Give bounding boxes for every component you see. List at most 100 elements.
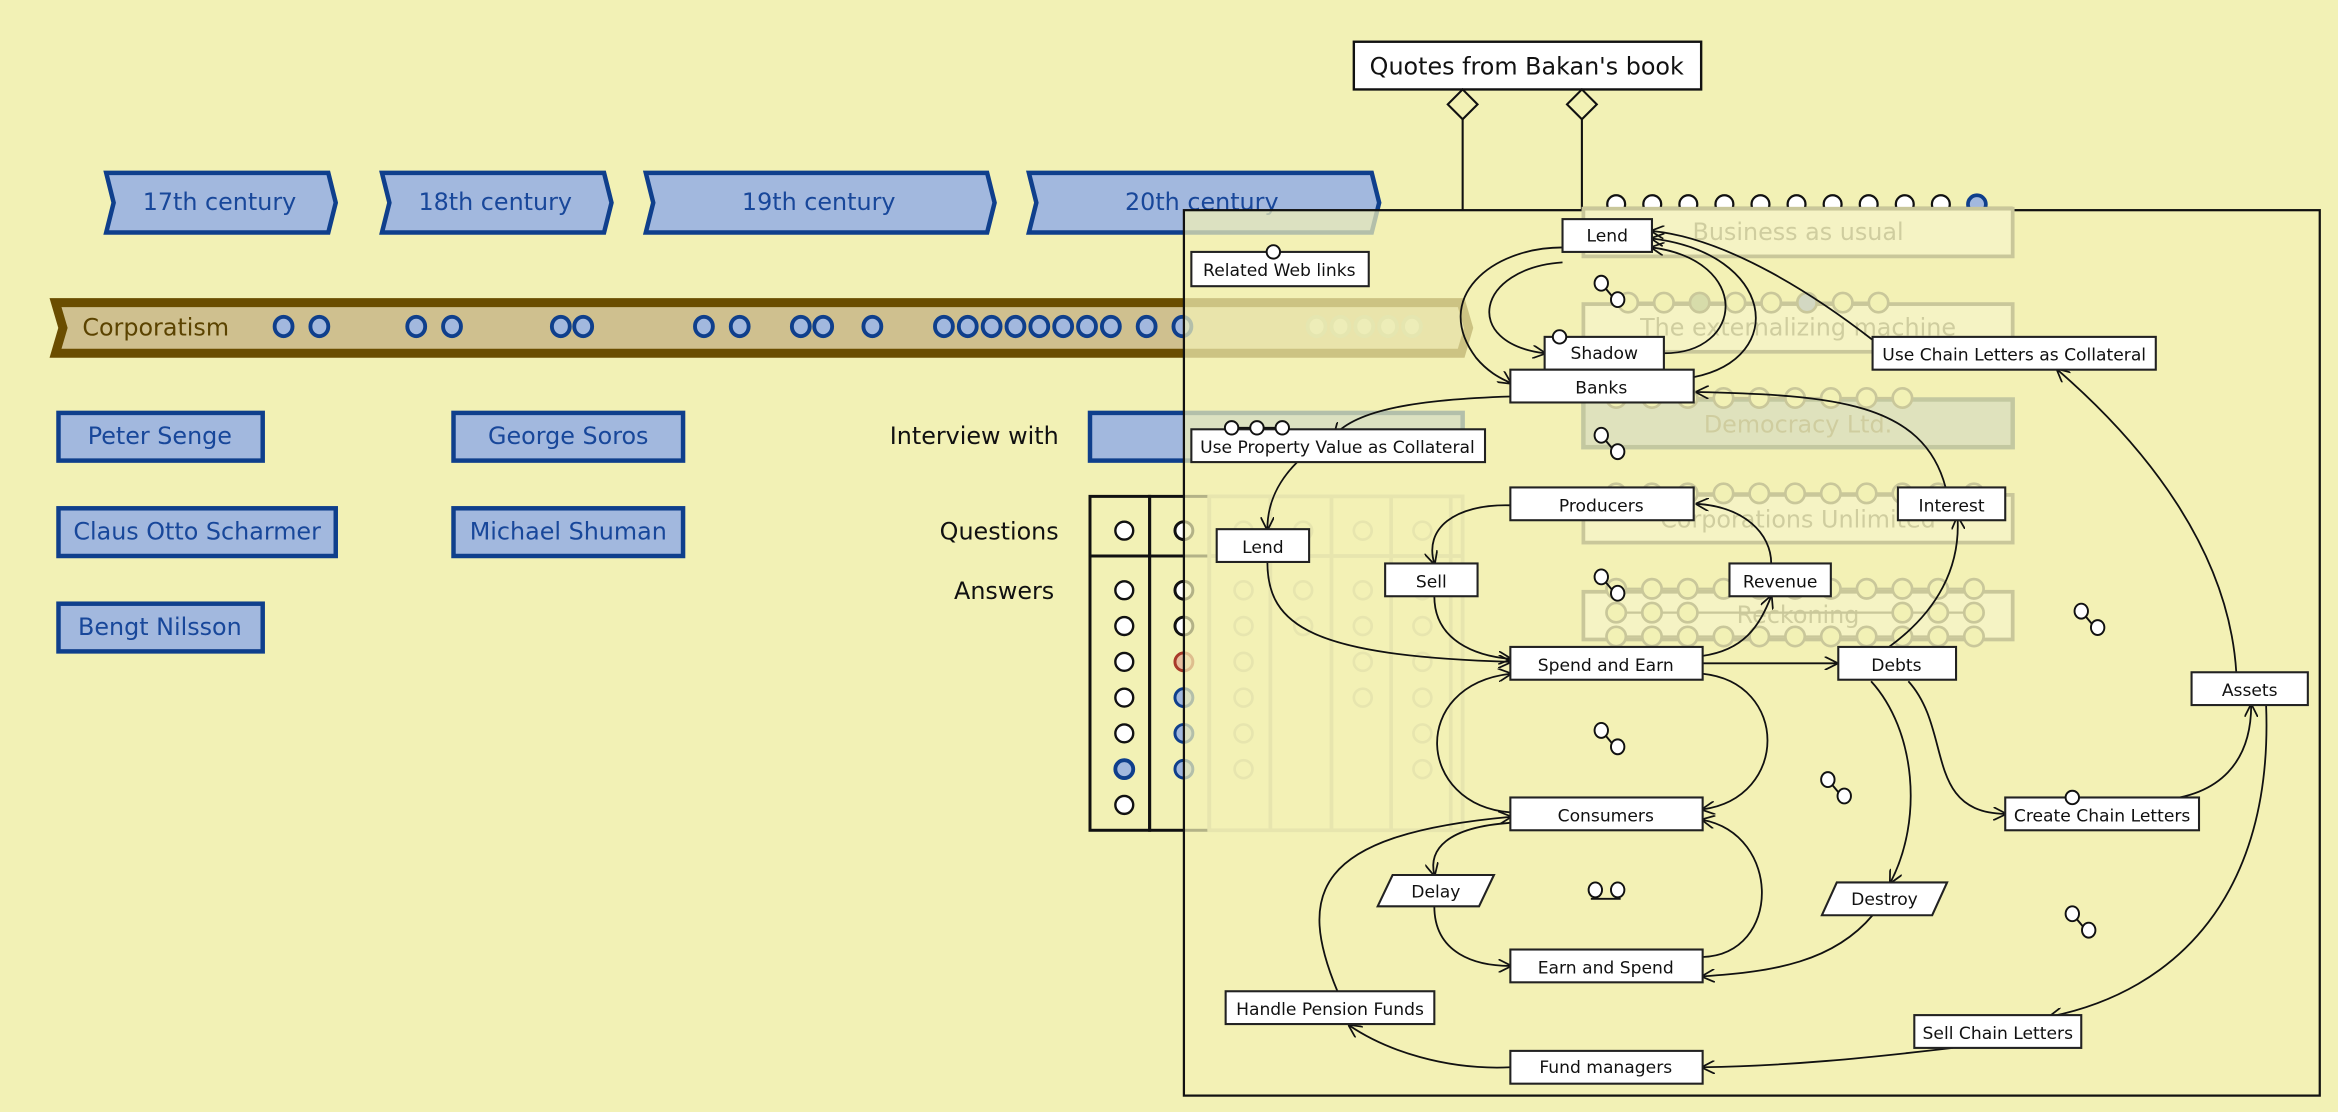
node-producers[interactable]: Producers (1509, 486, 1695, 522)
qa-bead-icon (1113, 758, 1136, 781)
person-michael-shuman[interactable]: Michael Shuman (451, 506, 686, 559)
node-label: Related Web links (1203, 261, 1356, 281)
person-peter-senge[interactable]: Peter Senge (56, 410, 265, 463)
people-list: Peter Senge George Soros Claus Otto Scha… (56, 410, 686, 654)
band-bead-icon (308, 314, 331, 339)
node-lend-mid[interactable]: Lend (1215, 528, 1311, 564)
aggregation-diamond-icon (1446, 87, 1480, 121)
link-glyph-icon (1820, 771, 1852, 805)
node-label: Producers (1559, 496, 1644, 516)
node-label: Sell (1416, 572, 1447, 592)
scenario-bead-icon (1676, 577, 1699, 600)
node-interest[interactable]: Interest (1896, 486, 2007, 522)
person-name: Peter Senge (88, 422, 232, 450)
century-19th[interactable]: 19th century (642, 170, 997, 235)
band-bead-icon (572, 314, 595, 339)
node-sell-chain-letters[interactable]: Sell Chain Letters (1913, 1014, 2083, 1049)
aggregation-diamond-icon (1565, 87, 1599, 121)
scenario-bead-icon (1712, 482, 1735, 505)
node-label: Debts (1871, 656, 1921, 676)
scenario-label: Corporations Unlimited (1660, 506, 1936, 534)
questions-label: Questions (940, 518, 1059, 546)
century-17th[interactable]: 17th century (103, 170, 339, 235)
connector-bead-icon (1274, 420, 1290, 436)
node-label: Sell Chain Letters (1923, 1024, 2074, 1044)
scenario-bead-icon (1748, 386, 1771, 410)
node-lend-top[interactable]: Lend (1561, 218, 1654, 253)
quotes-title: Quotes from Bakan's book (1370, 53, 1684, 81)
band-bead-icon (1004, 314, 1027, 339)
node-handle-pension-funds[interactable]: Handle Pension Funds (1224, 990, 1436, 1026)
node-use-chain-letters-collateral[interactable]: Use Chain Letters as Collateral (1871, 335, 2157, 371)
node-destroy[interactable]: Destroy (1820, 881, 1949, 917)
band-bead-icon (549, 314, 572, 339)
link-glyph-icon (1593, 274, 1626, 309)
node-label: Fund managers (1539, 1058, 1672, 1078)
scenario-bead-icon (1712, 386, 1735, 410)
band-bead-icon (441, 314, 463, 339)
century-18th[interactable]: 18th century (379, 170, 614, 235)
node-delay[interactable]: Delay (1376, 873, 1496, 908)
connector-bead-icon (1223, 420, 1240, 436)
connector-bead-icon (2064, 789, 2080, 806)
qa-bead-icon (1114, 520, 1135, 541)
node-use-property-value[interactable]: Use Property Value as Collateral (1190, 420, 1487, 464)
diagram-nodes: Related Web links Lend Shadow Banks Use … (1190, 218, 2309, 1085)
band-bead-icon (1052, 314, 1075, 339)
link-pair-icon (1587, 881, 1626, 900)
node-label: Interest (1919, 496, 1985, 516)
scenario-bead-icon (1831, 291, 1854, 314)
quotes-box[interactable]: Quotes from Bakan's book (1352, 40, 1703, 91)
node-label: Lend (1242, 538, 1284, 558)
node-sell[interactable]: Sell (1384, 562, 1479, 598)
scenario-bead-icon (1891, 601, 1914, 624)
scenario-bead-icon (1652, 291, 1675, 314)
diagram-edges (1267, 231, 2268, 1068)
band-bead-icon (693, 314, 715, 339)
node-label: Handle Pension Funds (1236, 1000, 1424, 1020)
node-related-web-links[interactable]: Related Web links (1190, 244, 1370, 288)
person-george-soros[interactable]: George Soros (451, 410, 686, 463)
scenario-bead-icon (1795, 291, 1819, 314)
node-label: Revenue (1743, 572, 1818, 592)
scenario-bead-icon (1927, 601, 1950, 624)
link-glyph-icon (1593, 721, 1626, 756)
link-glyphs (1587, 274, 2106, 939)
scenario-bead-icon (1962, 625, 1985, 648)
person-claus-otto-scharmer[interactable]: Claus Otto Scharmer (56, 506, 338, 559)
node-label: Consumers (1558, 806, 1654, 826)
node-spend-and-earn[interactable]: Spend and Earn (1509, 645, 1704, 681)
node-revenue[interactable]: Revenue (1728, 562, 1832, 598)
band-bead-icon (789, 314, 812, 339)
scenario-bead-icon (1891, 386, 1914, 410)
node-debts[interactable]: Debts (1837, 645, 1958, 681)
interview-label: Interview with (890, 422, 1059, 450)
band-bead-icon (1099, 314, 1122, 339)
scenario-label: Business as usual (1692, 218, 1903, 246)
node-label: Use Property Value as Collateral (1200, 438, 1475, 458)
scenario-bead-icon (1855, 386, 1878, 410)
node-label: Delay (1411, 882, 1460, 902)
node-label: Earn and Spend (1538, 958, 1674, 978)
node-earn-and-spend[interactable]: Earn and Spend (1509, 948, 1704, 984)
node-create-chain-letters[interactable]: Create Chain Letters (2004, 789, 2201, 832)
scenario-bead-icon (1676, 601, 1699, 624)
node-label: Use Chain Letters as Collateral (1882, 346, 2146, 366)
scenario-bead-icon (1962, 577, 1985, 600)
qa-bead-icon (1114, 794, 1135, 816)
scenario-bead-icon (1748, 625, 1771, 648)
band-bead-icon (812, 314, 835, 339)
band-label: Corporatism (82, 313, 229, 341)
node-shadow[interactable]: Shadow (1543, 329, 1665, 371)
node-consumers[interactable]: Consumers (1509, 796, 1704, 832)
scenario-bead-icon (1962, 601, 1985, 624)
person-bengt-nilsson[interactable]: Bengt Nilsson (56, 601, 265, 654)
link-glyph-icon (1593, 426, 1626, 461)
scenario-bead-icon (1867, 291, 1890, 314)
band-bead-icon (956, 314, 979, 339)
band-bead-icon (933, 314, 955, 339)
node-fund-managers[interactable]: Fund managers (1509, 1049, 1704, 1085)
scenario-bead-icon (1640, 577, 1663, 600)
node-assets[interactable]: Assets (2190, 671, 2309, 707)
node-banks[interactable]: Banks (1509, 368, 1695, 404)
